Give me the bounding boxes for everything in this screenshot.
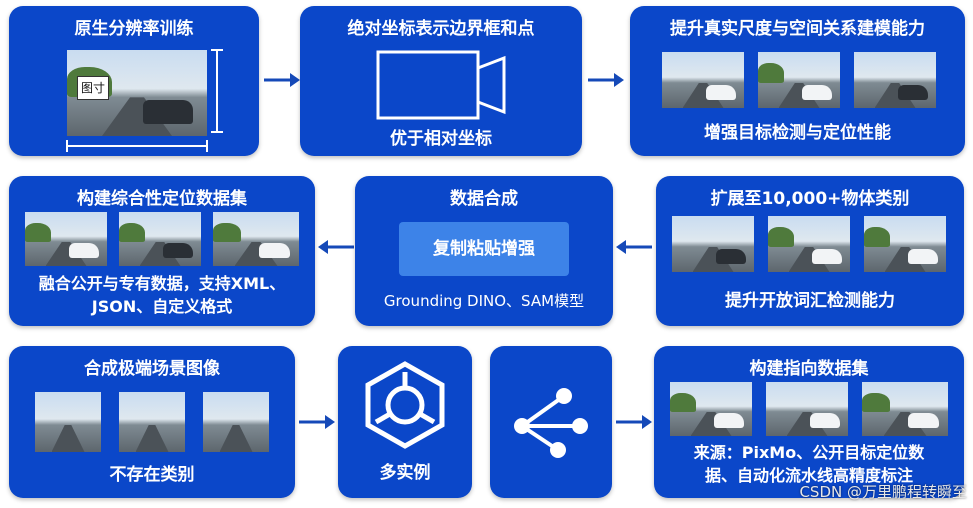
card-multi-instance: 多实例 [338, 346, 472, 498]
road-photo [758, 52, 840, 108]
road-photo [35, 392, 101, 452]
road-photo [672, 216, 754, 272]
card-spatial-modeling: 提升真实尺度与空间关系建模能力 增强目标检测与定位性能 [630, 6, 965, 156]
card-data-synthesis: 数据合成 复制粘贴增强 Grounding DINO、SAM模型 [355, 176, 613, 326]
road-photo [864, 216, 946, 272]
card-caption: 融合公开与专有数据，支持XML、 [38, 274, 286, 293]
road-photo [862, 382, 948, 436]
card-caption: JSON、自定义格式 [91, 297, 233, 316]
card-pointing-dataset: 构建指向数据集 来源：PixMo、公开目标定位数 据、自动化流水线高精度标注 [654, 346, 964, 498]
road-photo [768, 216, 850, 272]
arrow-left-1 [318, 240, 354, 254]
card-caption: 据、自动化流水线高精度标注 [704, 466, 913, 485]
card-caption: 增强目标检测与定位性能 [704, 123, 891, 143]
resolution-label: 图寸 [77, 76, 109, 100]
arrow-right-4 [616, 415, 652, 429]
hexagon-icon [365, 361, 445, 449]
card-title: 数据合成 [450, 189, 518, 209]
arrow-right-1 [264, 73, 300, 87]
road-photo [203, 392, 269, 452]
card-caption: 提升开放词汇检测能力 [725, 291, 895, 311]
card-native-resolution: 原生分辨率训练 图寸 [9, 6, 259, 156]
road-photo [25, 212, 107, 266]
card-extreme-scenes: 合成极端场景图像 不存在类别 [9, 346, 295, 498]
card-title: 提升真实尺度与空间关系建模能力 [670, 19, 925, 39]
card-extend-categories: 扩展至10,000+物体类别 提升开放词汇检测能力 [656, 176, 964, 326]
arrow-right-2 [588, 73, 624, 87]
card-title: 扩展至10,000+物体类别 [710, 189, 910, 209]
card-caption: Grounding DINO、SAM模型 [383, 292, 585, 310]
road-photo [213, 212, 299, 266]
card-caption: 来源：PixMo、公开目标定位数 [693, 443, 925, 462]
node-graph-icon [514, 388, 588, 458]
road-photo [119, 212, 201, 266]
card-title: 原生分辨率训练 [74, 19, 194, 39]
dimension-lines [66, 49, 223, 152]
card-build-dataset: 构建综合性定位数据集 融合公开与专有数据，支持XML、 JSON、自定义格式 [9, 176, 315, 326]
bounding-box-icon [376, 50, 506, 120]
card-title: 构建指向数据集 [749, 359, 869, 379]
card-caption: 不存在类别 [109, 465, 195, 485]
arrow-left-2 [616, 240, 652, 254]
copy-paste-augment-button[interactable]: 复制粘贴增强 [399, 222, 569, 276]
road-photo [766, 382, 848, 436]
road-photo [662, 52, 744, 108]
road-photo [670, 382, 752, 436]
card-title: 绝对坐标表示边界框和点 [347, 19, 535, 39]
card-caption: 优于相对坐标 [390, 129, 492, 149]
card-title: 构建综合性定位数据集 [77, 189, 247, 209]
road-photo [119, 392, 185, 452]
watermark: CSDN @万里鹏程转瞬至 [799, 483, 967, 501]
card-absolute-coords: 绝对坐标表示边界框和点 优于相对坐标 [300, 6, 582, 156]
card-caption: 多实例 [379, 463, 431, 483]
card-node-graph [490, 346, 612, 498]
road-photo [854, 52, 936, 108]
arrow-right-3 [299, 415, 335, 429]
card-title: 合成极端场景图像 [84, 359, 220, 379]
